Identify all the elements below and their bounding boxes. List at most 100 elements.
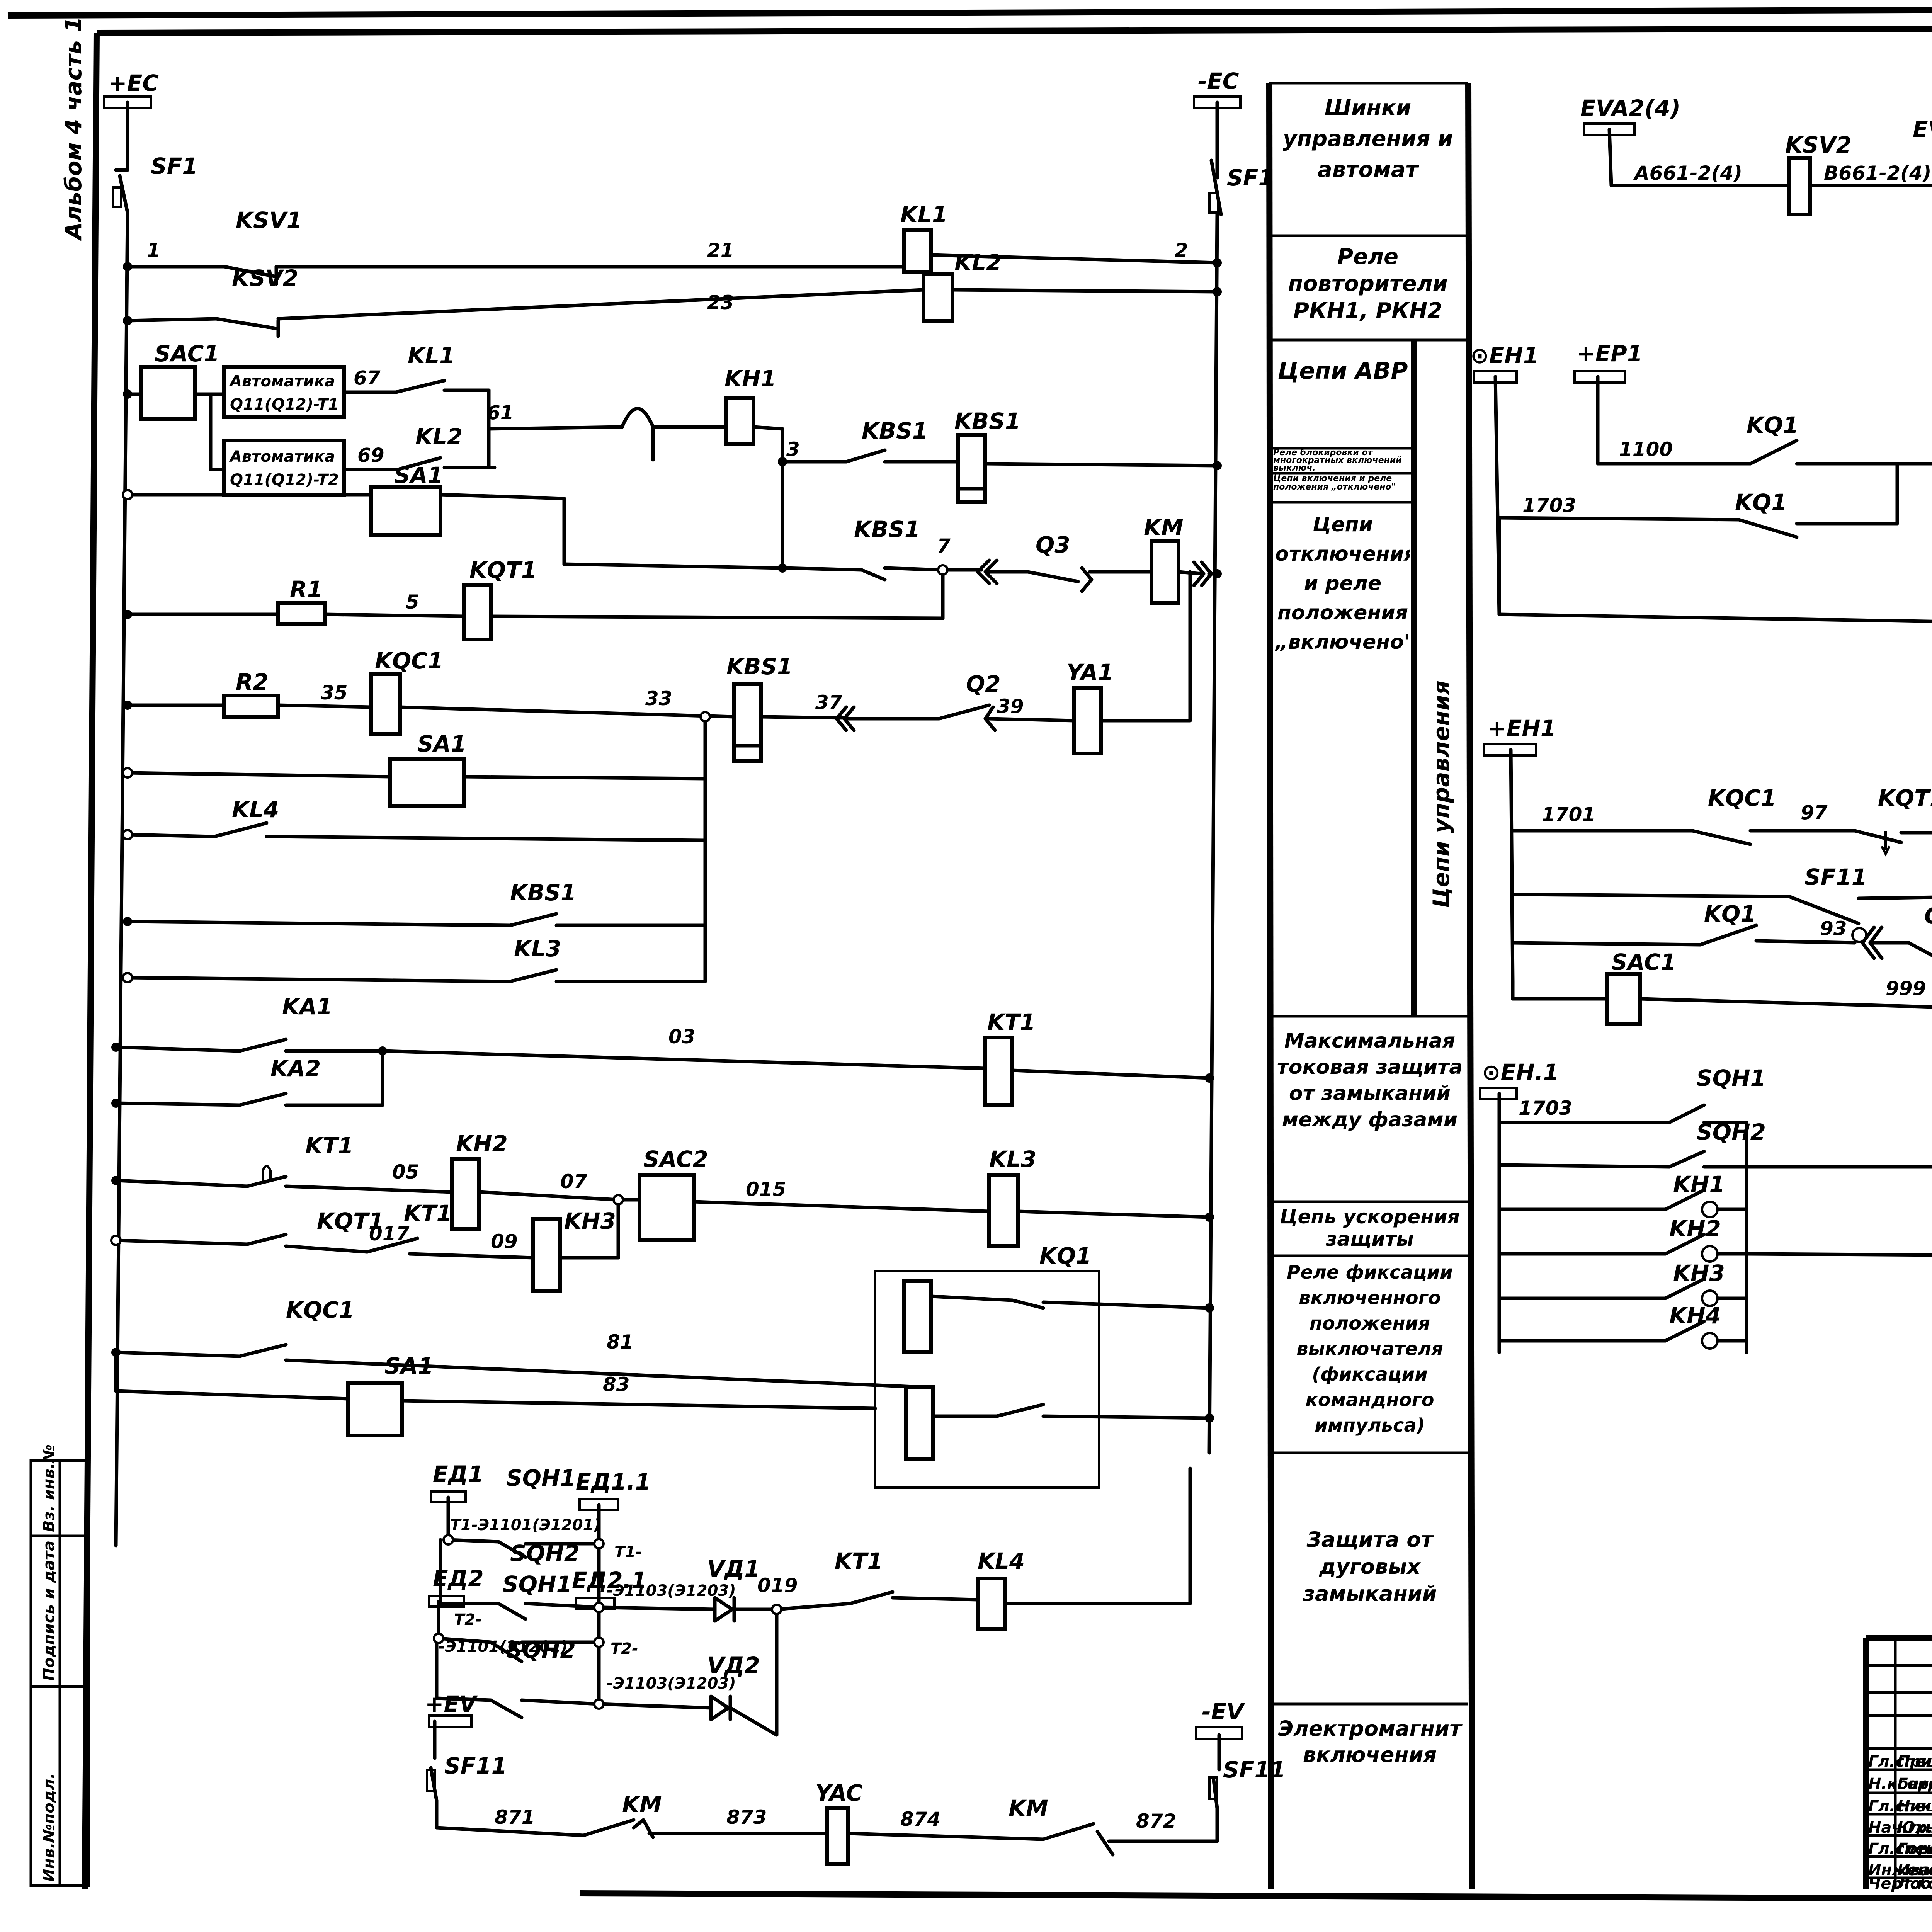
left-description-column <box>1266 82 1475 1890</box>
wire-03: 03 <box>668 1026 696 1048</box>
wire-93: 93 <box>1820 917 1847 940</box>
label-kh3-b: KH3 <box>1673 1260 1725 1286</box>
label-ksv2: KSV2 <box>232 265 298 291</box>
desc-elektromagnit: Электромагнит включения <box>1278 1716 1462 1767</box>
label-kqc1-contact: KQC1 <box>286 1297 354 1323</box>
title-block-grid <box>1863 1635 1932 1889</box>
bus-eh1-mid: ⊙EH.1 <box>1482 1059 1559 1085</box>
wire-873: 873 <box>726 1806 767 1828</box>
label-kh2-b: KH2 <box>1669 1216 1721 1242</box>
desc-blokirovka: Реле блокировки от многократных включени… <box>1273 449 1402 473</box>
label-ka1: KA1 <box>282 993 332 1020</box>
label-r1: R1 <box>290 576 323 602</box>
label-kqc1: KQC1 <box>375 648 443 674</box>
label-kqt1: KQT1 <box>469 557 537 583</box>
signer-name: Никитин <box>1897 1798 1932 1815</box>
label-kbs1-d: KBS1 <box>510 879 576 906</box>
label-ya1: YA1 <box>1066 659 1114 685</box>
bus-eva2: EVA2(4) <box>1580 95 1680 121</box>
label-yac: YAC <box>815 1780 862 1806</box>
signer-role: Гл.спец. <box>1868 1840 1932 1858</box>
label-kl4: KL4 <box>978 1548 1025 1574</box>
desc-rele-povtoriteli: Реле повторители РКН1, РКН2 <box>1288 244 1448 323</box>
bus-minus-ev: -EV <box>1202 1699 1245 1725</box>
automation-t2-l1: Автоматика <box>229 448 335 466</box>
bus-plus-ev: +EV <box>425 1691 478 1717</box>
desc-dugovaya: Защита от дуговых замыканий <box>1303 1527 1437 1606</box>
label-sf1-right: SF1 <box>1227 165 1274 191</box>
automation-t2-l2: Q11(Q12)-T2 <box>230 471 339 489</box>
stamp-podpis: Подпись и дата <box>40 1541 58 1681</box>
desc-mtz: Максимальная токовая защита от замыканий… <box>1277 1029 1463 1131</box>
wire-871: 871 <box>495 1806 535 1828</box>
bus-ep1: +EP1 <box>1577 340 1643 367</box>
signer-name: Пришковский <box>1897 1753 1932 1770</box>
label-kqc1-b: KQC1 <box>1708 785 1776 811</box>
bus-evb2: EVB2(4) <box>1913 116 1932 143</box>
label-kqt1-contact: KQT1 <box>317 1208 384 1234</box>
label-kl4-contact: KL4 <box>232 796 279 823</box>
desc-vklyuchenie: Цепи включения и реле положения „отключе… <box>1273 474 1396 492</box>
bus-ed21: EД2.1 <box>572 1567 647 1594</box>
label-kq1-a: KQ1 <box>1747 412 1799 438</box>
desc-otklyuchenie: Цепи отключения и реле положения „включе… <box>1275 513 1410 654</box>
wire-09: 09 <box>491 1230 518 1253</box>
label-sqh1-b: SQH1 <box>502 1571 572 1597</box>
label-r2: R2 <box>236 669 269 695</box>
signer-name: Иванова <box>1897 1861 1932 1879</box>
label-kt1: KT1 <box>987 1009 1036 1035</box>
wire-23: 23 <box>707 291 734 314</box>
wire-21: 21 <box>707 239 734 262</box>
note-t1-3: -Э1103(Э1203) <box>607 1582 736 1600</box>
wire-07: 07 <box>560 1170 587 1193</box>
wire-39: 39 <box>997 695 1024 718</box>
desc-fiksaciya: Реле фиксации включенного положения выкл… <box>1287 1262 1453 1436</box>
wire-67: 67 <box>354 367 381 389</box>
wire-69: 69 <box>357 444 384 466</box>
wire-61: 61 <box>487 401 514 424</box>
group-label-control: Цепи управления <box>1428 680 1454 908</box>
wire-33: 33 <box>645 687 672 710</box>
label-kh2: KH2 <box>456 1131 508 1157</box>
signer-role: Инженер <box>1868 1861 1932 1879</box>
wire-81: 81 <box>607 1331 634 1353</box>
wire-017: 017 <box>369 1223 410 1245</box>
note-t1-1: T1-Э1101(Э1201) <box>450 1516 601 1534</box>
wire-35: 35 <box>321 682 348 704</box>
wire-019: 019 <box>757 1574 798 1597</box>
note-t1-2: T1- <box>614 1543 642 1561</box>
label-km-a: KM <box>622 1791 662 1818</box>
label-kl2-contact: KL2 <box>415 423 463 450</box>
wire-05: 05 <box>392 1161 419 1183</box>
signer-role: Нач.гр. <box>1868 1819 1932 1837</box>
label-kq1-b: KQ1 <box>1735 489 1787 515</box>
label-kh3: KH3 <box>564 1208 616 1234</box>
label-kq1-c: KQ1 <box>1704 901 1756 927</box>
label-q2: Q2 <box>966 671 1001 697</box>
wire-83: 83 <box>603 1373 630 1396</box>
automation-t1-l1: Автоматика <box>229 372 335 390</box>
label-kl3: KL3 <box>989 1146 1036 1172</box>
label-kbs1-b: KBS1 <box>854 516 920 543</box>
wire-015: 015 <box>746 1178 786 1201</box>
label-sf1-left: SF1 <box>151 153 198 179</box>
note-t2-4: -Э1103(Э1203) <box>607 1675 736 1692</box>
label-kt1-contact-c: KT1 <box>835 1548 883 1574</box>
label-sa1-c: SA1 <box>384 1353 434 1379</box>
stamp-inv-podl: Инв.№подл. <box>40 1773 58 1882</box>
wire-97: 97 <box>1801 801 1828 824</box>
signers-table: Гл.спец. Пришковский 29.11.90 Н.контр. Г… <box>1868 1753 1932 1893</box>
note-t2-3: T2- <box>611 1640 638 1658</box>
wire-872: 872 <box>1136 1810 1176 1832</box>
wire-2: 2 <box>1175 239 1188 262</box>
bus-plus-eh1: +EH1 <box>1488 715 1556 742</box>
label-km: KM <box>1144 514 1184 541</box>
wire-1703-b: 1703 <box>1519 1097 1572 1119</box>
position-light-circuit <box>1473 370 1932 623</box>
wire-1: 1 <box>147 239 160 262</box>
bus-ed11: EД1.1 <box>576 1469 651 1495</box>
label-km-b: KM <box>1009 1795 1048 1821</box>
label-kh4-b: KH4 <box>1669 1303 1721 1329</box>
bus-eh1-top: ⊙EH1 <box>1470 342 1539 369</box>
signer-role: Н.контр. <box>1868 1775 1932 1793</box>
